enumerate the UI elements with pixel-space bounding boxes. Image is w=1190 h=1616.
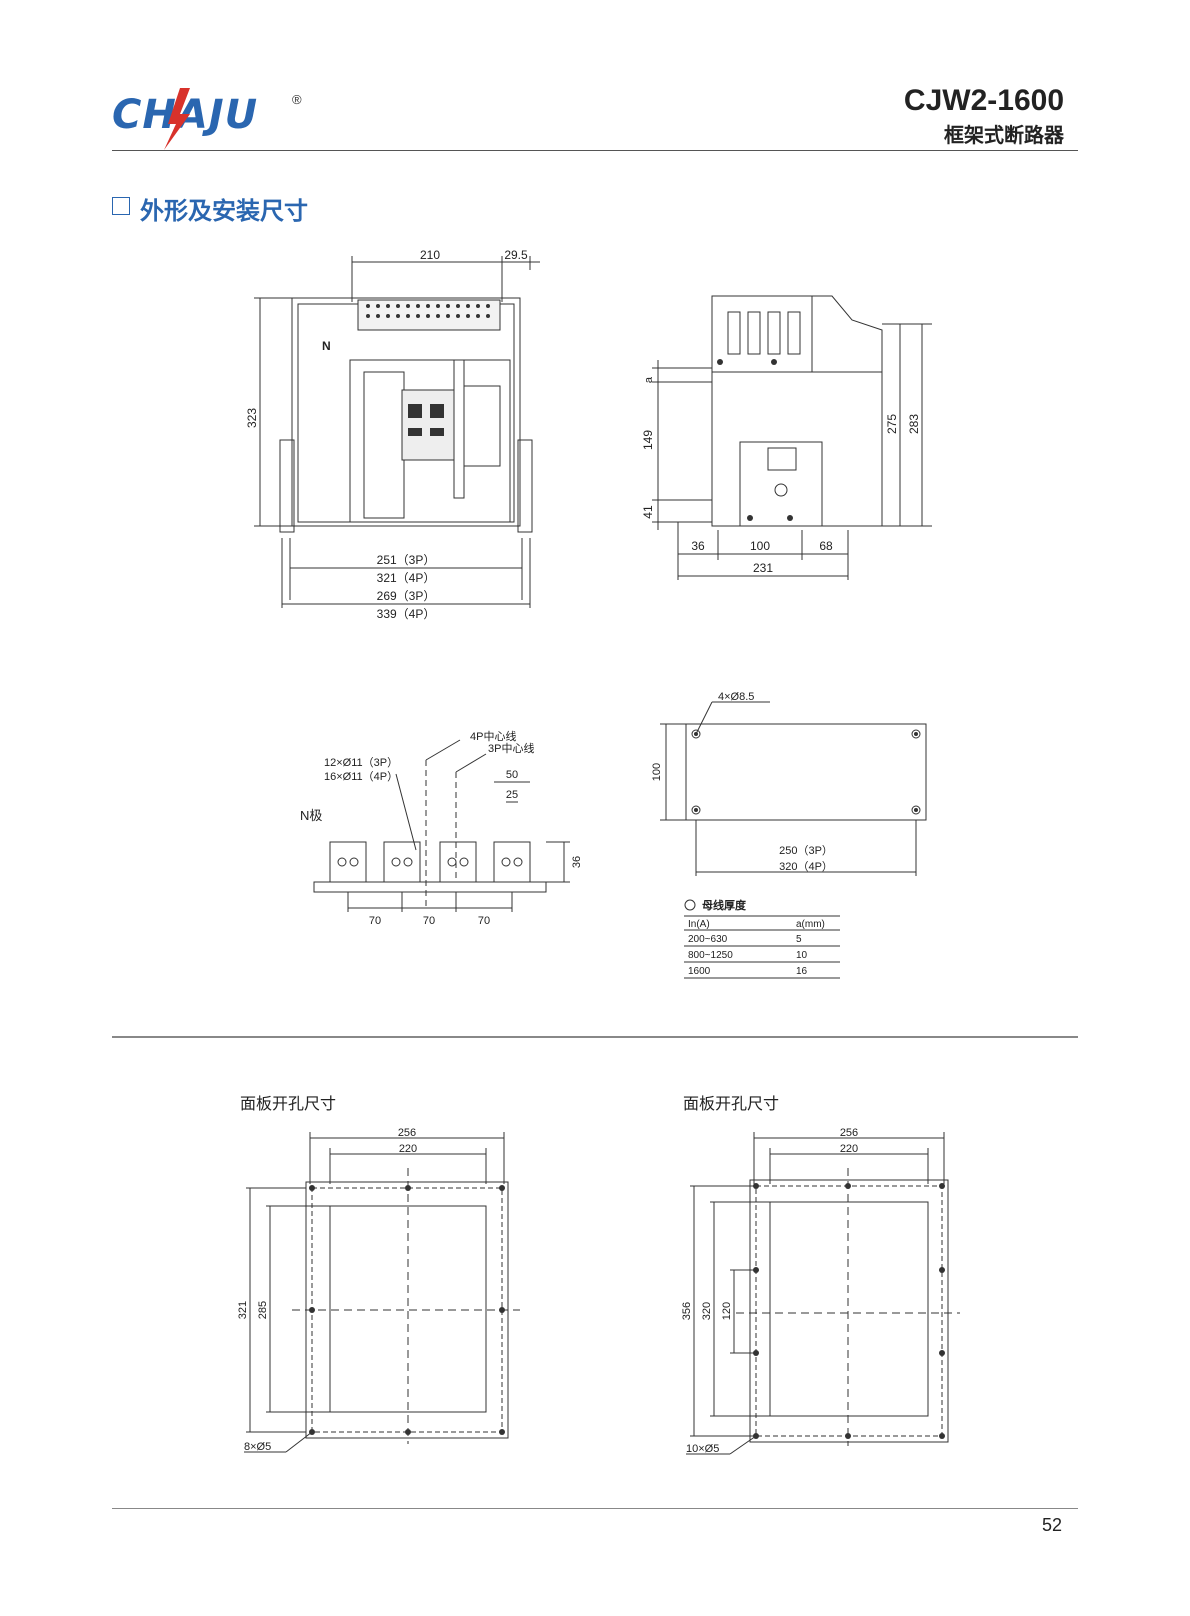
dim-50: 50 xyxy=(506,769,518,781)
table-row-1-a: 5 xyxy=(796,934,802,945)
table-row-2-a: 10 xyxy=(796,950,808,961)
model-number: CJW2-1600 xyxy=(903,84,1064,117)
table-header-a: a(mm) xyxy=(796,919,825,930)
dim-width-4p: 321（4P） xyxy=(377,571,436,585)
table-row-2-in: 800~1250 xyxy=(688,950,733,961)
page-number: 52 xyxy=(1042,1515,1063,1535)
footer-divider xyxy=(112,1508,1078,1509)
neutral-mark: N xyxy=(322,339,331,353)
mounting-drawing: 4×Ø8.5 100 250（3P） 320（4P） xyxy=(651,691,927,876)
section-divider xyxy=(112,1036,1078,1038)
product-name: 框架式断路器 xyxy=(944,125,1064,147)
panel-left-h285: 285 xyxy=(257,1301,269,1319)
dim-36: 36 xyxy=(691,539,705,553)
table-title: 母线厚度 xyxy=(702,898,747,912)
dim-25: 25 xyxy=(506,789,518,801)
section-title: 外形及安装尺寸 xyxy=(140,198,308,225)
dim-height: 323 xyxy=(245,408,259,428)
spacing-2: 70 xyxy=(423,915,435,927)
table-row-1-in: 200~630 xyxy=(688,934,728,945)
holes-3p: 12×Ø11（3P） xyxy=(324,756,398,769)
front-view-drawing: 210 29.5 323 N 251（3P） 321（4P） 269（3P） 3… xyxy=(245,248,540,621)
table-header-in: In(A) xyxy=(688,919,710,930)
n-pole-label: N极 xyxy=(300,808,322,823)
panel-right-holes: 10×Ø5 xyxy=(686,1443,719,1455)
busbar-drawing: 4P中心线 3P中心线 12×Ø11（3P） 16×Ø11（4P） N极 50 … xyxy=(300,730,583,927)
dim-top-offset: 29.5 xyxy=(504,248,528,262)
dim-100: 100 xyxy=(750,539,770,553)
table-bullet-icon xyxy=(684,899,696,911)
panel-left-w256: 256 xyxy=(398,1128,416,1139)
panel-right-h320: 320 xyxy=(701,1302,713,1320)
spacing-3: 70 xyxy=(478,915,490,927)
registered-mark: ® xyxy=(292,92,302,107)
panel-left-h321: 321 xyxy=(237,1301,249,1319)
dim-width-3p: 251（3P） xyxy=(377,553,436,567)
dim-275: 275 xyxy=(885,414,899,434)
dim-outer-3p: 269（3P） xyxy=(377,589,436,603)
section-checkbox-icon xyxy=(112,197,130,215)
mounting-height: 100 xyxy=(651,763,663,781)
logo-bolt-icon xyxy=(164,88,190,150)
panel-left-drawing: 256 220 321 285 8×Ø5 xyxy=(237,1128,520,1453)
table-row-3-a: 16 xyxy=(796,966,808,977)
dim-149: 149 xyxy=(641,430,655,450)
dim-36: 36 xyxy=(571,856,583,868)
panel-right-title: 面板开孔尺寸 xyxy=(683,1096,780,1113)
busbar-table: 母线厚度 In(A) a(mm) 200~630 5 800~1250 10 1… xyxy=(684,898,840,979)
header-divider xyxy=(112,150,1078,151)
spacing-1: 70 xyxy=(369,915,381,927)
mounting-holes: 4×Ø8.5 xyxy=(718,691,754,703)
panel-right-h356: 356 xyxy=(681,1302,693,1320)
dim-41: 41 xyxy=(641,505,655,519)
mounting-width-4p: 320（4P） xyxy=(779,860,833,873)
mounting-width-3p: 250（3P） xyxy=(779,844,833,857)
dim-231: 231 xyxy=(753,561,773,575)
panel-right-drawing: 256 220 356 320 120 10×Ø5 xyxy=(681,1128,960,1455)
dim-a: a xyxy=(643,376,655,383)
panel-right-w256: 256 xyxy=(840,1128,858,1139)
table-row-3-in: 1600 xyxy=(688,966,711,977)
dim-top-width: 210 xyxy=(420,248,440,262)
centerline-4p: 4P中心线 xyxy=(470,730,516,743)
dim-outer-4p: 339（4P） xyxy=(377,607,436,621)
panel-right-h120: 120 xyxy=(721,1302,733,1320)
side-view-drawing: a 149 41 275 283 36 100 68 231 xyxy=(641,295,932,580)
centerline-3p: 3P中心线 xyxy=(488,741,534,755)
dim-68: 68 xyxy=(819,539,833,553)
dim-283: 283 xyxy=(907,414,921,434)
panel-right-w220: 220 xyxy=(840,1143,858,1155)
holes-4p: 16×Ø11（4P） xyxy=(324,770,398,783)
panel-left-holes: 8×Ø5 xyxy=(244,1441,271,1453)
panel-left-w220: 220 xyxy=(399,1143,417,1155)
panel-left-title: 面板开孔尺寸 xyxy=(240,1096,337,1113)
